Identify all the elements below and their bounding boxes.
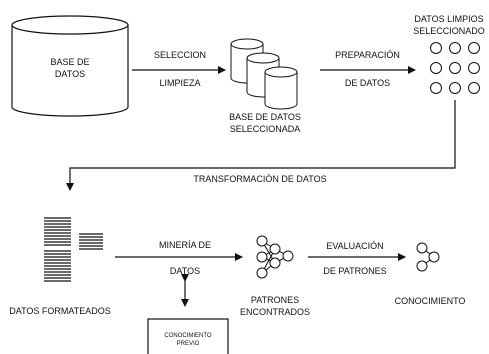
data-mining-label-line2: DATOS [169,266,201,276]
circle-grid-icon [430,42,480,94]
data-preparation-label: DE DATOS [344,78,391,88]
knowledge-label: CONOCIMIENTO [394,296,466,306]
network-graph-icon [256,235,294,279]
database-cylinder-icon [11,15,129,117]
selected-db-label-line1: BASE DE DATOS [229,112,301,122]
transformation-label: TRANSFORMACIÓN DE DATOS [193,174,327,184]
evaluation-label-line2: DE PATRONES [323,266,387,276]
arrow-transformation [66,100,456,191]
cleaning-label: LIMPIEZA [159,78,201,88]
selected-db-label-line2: SELECCIONADA [229,124,301,134]
patterns-label-line1: PATRONES [250,295,300,305]
patterns-label-line2: ENCONTRADOS [239,307,310,317]
stacked-databases-icon [230,38,298,110]
prior-knowledge-label-line1: CONOCIMIENTO [164,333,212,339]
prior-knowledge-label-line2: PREVIO [176,341,200,347]
evaluation-label-line1: EVALUACIÓN [326,241,384,251]
source-db-label-line1: BASE DE [50,57,90,67]
source-db-label-line2: DATOS [54,69,86,79]
selection-label: SELECCION [153,50,206,60]
formatted-data-label: DATOS FORMATEADOS [9,306,111,316]
preparation-label: PREPARACIÓN [335,50,400,60]
prior-knowledge-box [147,318,229,354]
data-mining-label-line1: MINERÍA DE [158,240,211,250]
clean-data-label-line1: DATOS LIMPIOS [414,14,484,24]
clean-data-label-line2: SELECCIONADO [413,26,485,36]
stacked-lines-icon [44,217,103,282]
small-network-icon [416,242,440,272]
